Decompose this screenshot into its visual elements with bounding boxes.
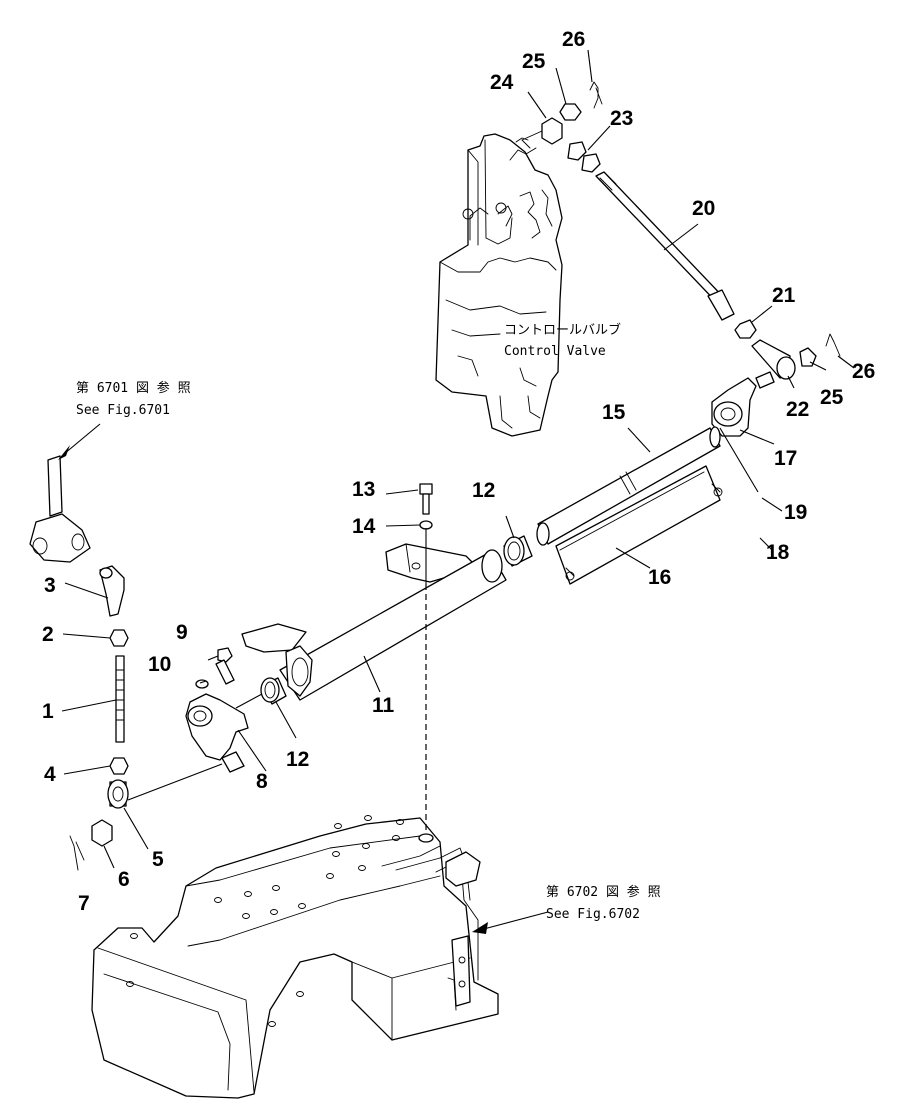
- callout-11: 11: [372, 694, 395, 717]
- pointer-arrow-icon: [58, 445, 70, 460]
- callout-10: 10: [148, 653, 171, 676]
- callout-20: 20: [692, 197, 715, 220]
- callout-24: 24: [490, 71, 514, 94]
- control-valve-label-en: Control Valve: [504, 344, 606, 359]
- callout-18: 18: [766, 541, 790, 564]
- callout-9: 9: [176, 621, 188, 644]
- callout-25-upper: 25: [522, 50, 546, 73]
- control-valve: [435, 133, 563, 437]
- callout-26-upper: 26: [562, 28, 585, 51]
- pointer-arrow-icon: [472, 922, 488, 934]
- leader-lines: [58, 49, 855, 934]
- callout-8: 8: [256, 770, 268, 793]
- callout-25-lower: 25: [820, 386, 844, 409]
- callout-22: 22: [786, 398, 809, 421]
- tube-assembly: [185, 483, 507, 773]
- callout-6: 6: [118, 868, 130, 891]
- fig6702-ref-jp: 第 6702 図 参 照: [546, 884, 661, 900]
- callout-12-upper: 12: [472, 479, 495, 502]
- callout-23: 23: [610, 107, 633, 130]
- callout-21: 21: [772, 284, 796, 307]
- reference-notes: 第 6701 図 参 照 See Fig.6701 第 6702 図 参 照 S…: [76, 322, 661, 922]
- callout-12-lower: 12: [286, 748, 309, 771]
- control-valve-label-jp: コントロールバルブ: [504, 322, 621, 338]
- callout-2: 2: [42, 623, 54, 646]
- fig6701-ref-en: See Fig.6701: [76, 403, 170, 418]
- shafts: [503, 426, 723, 585]
- callout-4: 4: [44, 763, 56, 786]
- callout-7: 7: [78, 892, 90, 915]
- frame: [91, 815, 499, 1099]
- callout-5: 5: [152, 848, 164, 871]
- upper-linkage: [521, 81, 841, 437]
- callout-3: 3: [44, 574, 56, 597]
- callout-14: 14: [352, 515, 376, 538]
- callout-1: 1: [42, 700, 54, 723]
- callout-16: 16: [648, 566, 671, 589]
- callout-19: 19: [784, 501, 807, 524]
- callout-13: 13: [352, 478, 375, 501]
- callout-numbers: 1 2 3 4 5 6 7 8 9 10 11 12 12 13 14 15 1…: [42, 28, 875, 915]
- callout-26-lower: 26: [852, 360, 875, 383]
- callout-17: 17: [774, 447, 797, 470]
- left-linkage: [29, 455, 223, 871]
- callout-15: 15: [602, 401, 626, 424]
- fig6702-ref-en: See Fig.6702: [546, 907, 640, 922]
- fig6701-ref-jp: 第 6701 図 参 照: [76, 380, 191, 396]
